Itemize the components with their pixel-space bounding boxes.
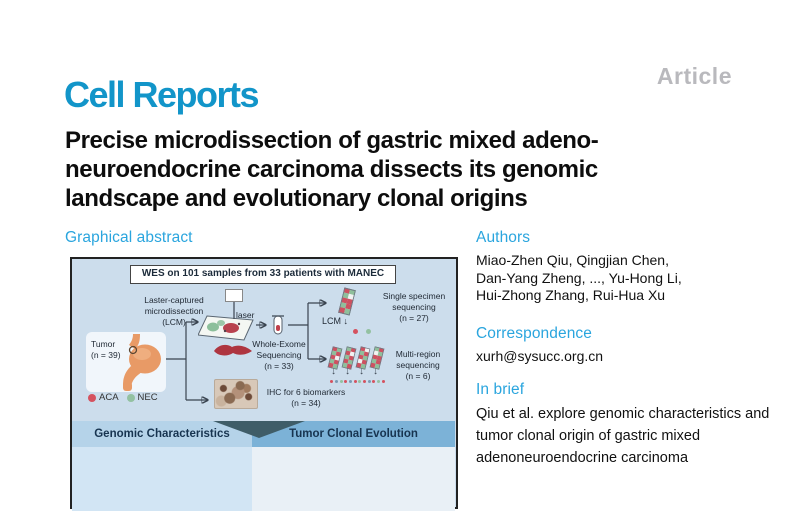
dissected-tissue-icon <box>214 344 252 356</box>
banner-left-label: Genomic Characteristics <box>94 428 230 440</box>
sample-tube-icon <box>272 315 284 335</box>
author-names: Miao-Zhen Qiu, Qingjian Chen, Dan-Yang Z… <box>476 252 682 305</box>
figure-lower-sections <box>72 447 455 511</box>
paper-title: Precise microdissection of gastric mixed… <box>65 127 599 212</box>
laser-label: laser <box>236 310 255 320</box>
nec-dot <box>126 393 135 402</box>
tissue-strip-icon <box>338 287 356 316</box>
lcm-caption: Laster-captured microdissection (LCM) <box>144 295 204 327</box>
sample-dot <box>382 380 385 383</box>
aca-label: ACA <box>99 392 119 403</box>
sample-dot <box>344 380 347 383</box>
journal-logo: Cell Reports <box>64 74 260 115</box>
tissue-strip-icon <box>355 346 371 370</box>
sample-dot <box>363 380 366 383</box>
multi-region-caption: Multi-region sequencing (n = 6) <box>395 349 441 381</box>
single-specimen-caption: Single specimen sequencing (n = 27) <box>382 291 446 323</box>
sample-dot <box>372 380 375 383</box>
down-arrow-icon: ↓ <box>359 366 364 377</box>
tumor-label: Tumor (n = 39) <box>91 339 121 360</box>
laser-device-icon <box>225 289 243 302</box>
ihc-histology-image <box>214 379 258 409</box>
nec-label: NEC <box>137 392 158 403</box>
nec-dot <box>366 329 371 334</box>
figure-legend: ACA NEC <box>88 392 163 403</box>
graphical-abstract-figure: WES on 101 samples from 33 patients with… <box>70 257 458 511</box>
sample-dot <box>368 380 371 383</box>
sample-dot <box>340 380 343 383</box>
sample-dot <box>335 380 338 383</box>
in-brief-heading: In brief <box>476 381 525 398</box>
aca-dot <box>353 329 358 334</box>
sample-dot <box>358 380 361 383</box>
down-arrow-icon: ↓ <box>345 366 350 377</box>
authors-heading: Authors <box>476 229 531 246</box>
correspondence-heading: Correspondence <box>476 325 592 342</box>
sample-dot <box>330 380 333 383</box>
down-arrow-icon: ↓ <box>331 366 336 377</box>
sample-dot <box>377 380 380 383</box>
correspondence-email-link[interactable]: xurh@sysucc.org.cn <box>476 348 604 364</box>
stomach-icon <box>123 334 161 391</box>
chevron-down-icon <box>213 421 305 438</box>
lcm-arrow-label: LCM ↓ <box>322 316 349 326</box>
sample-dot <box>354 380 357 383</box>
author-line: Dan-Yang Zheng, ..., Yu-Hong Li, <box>476 269 682 286</box>
lower-left-section <box>72 447 252 511</box>
in-brief-text: Qiu et al. explore genomic characteristi… <box>476 406 770 466</box>
article-type-label: Article <box>656 63 732 89</box>
lower-right-section <box>252 447 455 511</box>
tissue-strip-icon <box>341 346 357 370</box>
microscope-slide-icon <box>198 315 254 341</box>
tissue-strip-icon <box>369 346 385 370</box>
banner-right-label: Tumor Clonal Evolution <box>289 428 418 440</box>
ihc-caption: IHC for 6 biomarkers (n = 34) <box>266 387 346 408</box>
aca-dot <box>88 393 96 402</box>
sample-dot <box>349 380 352 383</box>
author-line: Hui-Zhong Zhang, Rui-Hua Xu <box>476 287 666 303</box>
lesion-marker <box>128 345 138 355</box>
wes-banner: WES on 101 samples from 33 patients with… <box>130 265 396 284</box>
author-line: Miao-Zhen Qiu, Qingjian Chen, <box>476 252 669 268</box>
wes-sequencing-caption: Whole-Exome Sequencing (n = 33) <box>252 339 306 371</box>
down-arrow-icon: ↓ <box>373 366 378 377</box>
tissue-strip-icon <box>327 346 343 370</box>
graphical-abstract-heading: Graphical abstract <box>65 229 193 246</box>
